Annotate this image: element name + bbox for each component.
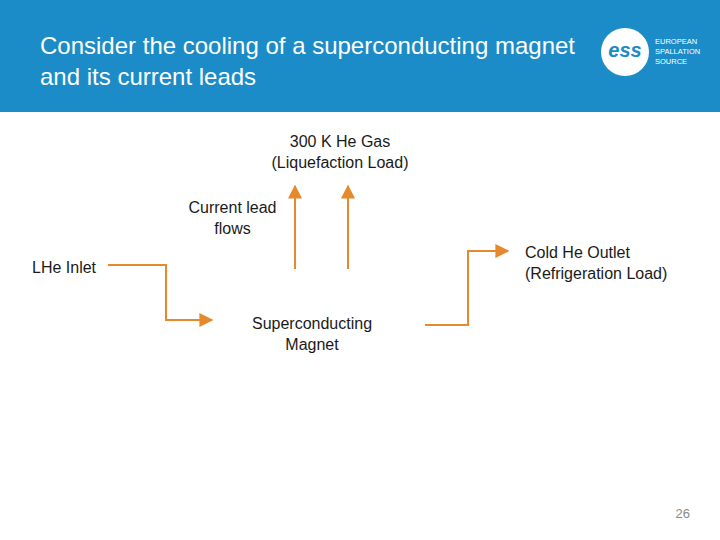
cylinder-outline <box>212 268 492 408</box>
cylinder-body <box>213 269 490 407</box>
logo-mark: ess <box>605 39 645 61</box>
lead-arrow <box>347 186 349 269</box>
lead-arrow <box>294 186 296 269</box>
inlet-arrow <box>108 265 212 320</box>
slide-title: Consider the cooling of a superconductin… <box>40 30 595 92</box>
logo-circle <box>601 28 649 76</box>
flow-label: 300 K He Gas (Liquefaction Load) <box>255 132 425 174</box>
flow-label: Cold He Outlet (Refrigeration Load) <box>525 243 700 285</box>
flow-label: LHe Inlet <box>32 258 122 279</box>
logo-text: EUROPEAN SPALLATION SOURCE <box>655 37 707 66</box>
cylinder-end <box>404 269 490 407</box>
flow-label: Current lead flows <box>175 198 290 240</box>
magnet-cylinder: Superconducting Magnet <box>212 268 492 408</box>
node-label: Superconducting Magnet <box>232 314 392 356</box>
outlet-arrow <box>425 251 508 325</box>
page-number: 26 <box>650 506 690 523</box>
